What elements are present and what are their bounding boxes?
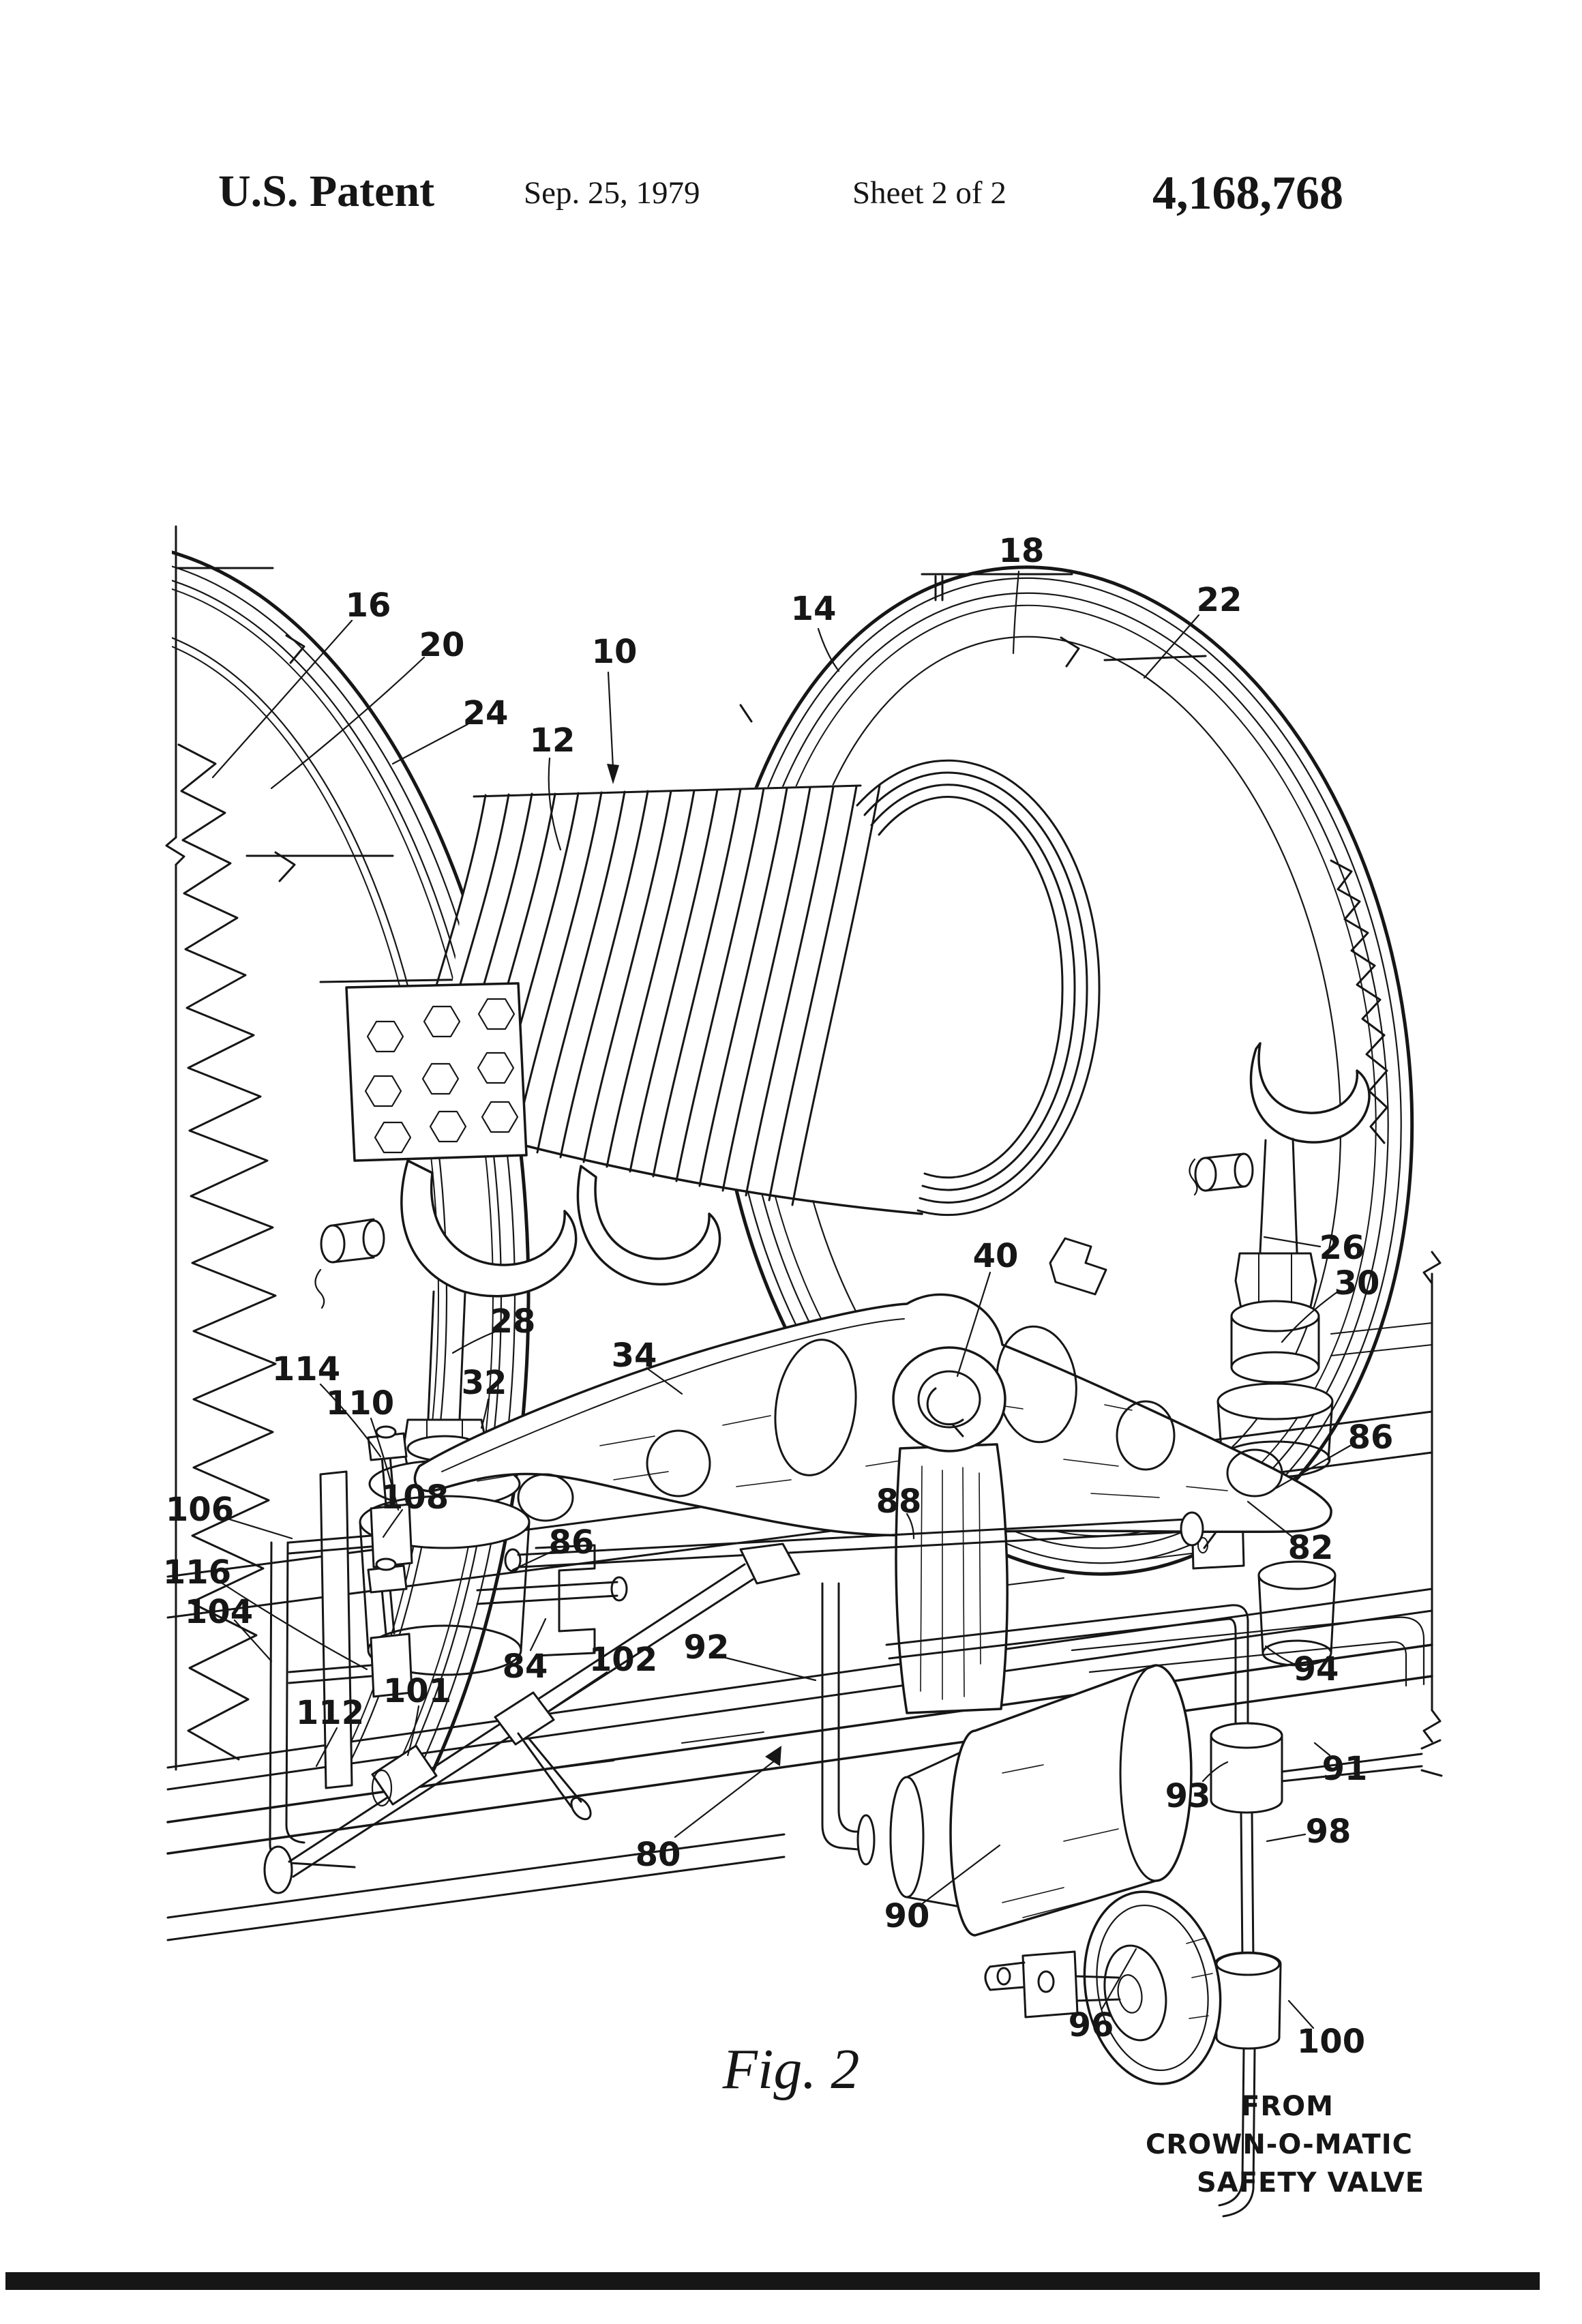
arm-hatching <box>477 1404 1228 1512</box>
ref-22: 22 <box>1197 581 1242 619</box>
ref-14: 14 <box>791 590 837 628</box>
brake-block-plate <box>345 982 528 1162</box>
ref-40: 40 <box>973 1237 1019 1275</box>
drum <box>397 742 1101 1216</box>
left-pin <box>314 1218 385 1309</box>
ref-10: 10 <box>592 633 638 671</box>
ref-34: 34 <box>612 1337 657 1375</box>
ref-84: 84 <box>503 1648 548 1686</box>
right-pin <box>1189 1152 1254 1196</box>
right-adjusting-nut <box>1234 1252 1317 1309</box>
left-band-details <box>245 634 487 983</box>
left-clevis-hook <box>400 1159 578 1298</box>
lever-arm <box>413 1293 1332 1537</box>
ref-80: 80 <box>636 1836 681 1874</box>
ref-116: 116 <box>163 1553 231 1592</box>
note-line-2: CROWN-O-MATIC <box>1146 2129 1413 2160</box>
patent-number: 4,168,768 <box>1152 167 1343 220</box>
right-flange-details <box>739 573 1388 1144</box>
page-header: U.S. Patent Sep. 25, 1979 Sheet 2 of 2 4… <box>218 166 1343 220</box>
ref-88: 88 <box>876 1483 922 1521</box>
right-gland-stack <box>1217 1300 1334 1478</box>
rod-91-fork <box>1420 1739 1443 1777</box>
ref-24: 24 <box>463 694 509 732</box>
ref-90: 90 <box>884 1897 930 1935</box>
ref-96: 96 <box>1069 2006 1114 2044</box>
brake-cylinder <box>856 1664 1193 1937</box>
hex-bolts <box>364 998 519 1154</box>
pivot-boss <box>892 1346 1006 1452</box>
patent-date: Sep. 25, 1979 <box>524 175 700 211</box>
right-frame-edge <box>1422 1251 1442 1743</box>
ref-28: 28 <box>490 1302 536 1341</box>
ref-16: 16 <box>346 586 391 625</box>
note-line-3: SAFETY VALVE <box>1197 2167 1424 2199</box>
left-frame-edge <box>165 525 277 1771</box>
ref-82: 82 <box>1288 1529 1334 1567</box>
ref-106: 106 <box>166 1491 234 1529</box>
collar-100 <box>1214 1951 1282 2050</box>
supply-pipe-92 <box>821 1582 862 1851</box>
pivot-post <box>895 1443 1009 1714</box>
ref-98: 98 <box>1306 1813 1352 1851</box>
sheet-info: Sheet 2 of 2 <box>852 175 1006 211</box>
collar-93 <box>1210 1722 1283 1814</box>
deck-panel <box>1071 1616 1425 1687</box>
ref-92: 92 <box>684 1628 730 1667</box>
arm-holes <box>517 1325 1283 1522</box>
reference-numerals: 16 20 24 12 10 14 18 22 26 30 86 82 28 3… <box>163 532 1394 2061</box>
brake-linkage-rod <box>504 1511 1204 1573</box>
coupling-101 <box>371 1744 438 1807</box>
wheel-clevis <box>984 1950 1121 2018</box>
ref-93: 93 <box>1165 1777 1211 1815</box>
ref-112: 112 <box>296 1694 364 1732</box>
ref-86-right: 86 <box>1348 1418 1394 1457</box>
bottom-rule <box>5 2272 1540 2290</box>
left-piping <box>269 1425 413 1868</box>
ref-20: 20 <box>419 626 465 664</box>
note-line-1: FROM <box>1241 2091 1334 2122</box>
left-clamp-bracket <box>476 1544 628 1657</box>
ref-104: 104 <box>185 1593 253 1631</box>
valve-lower <box>367 1558 413 1698</box>
right-clevis-hook <box>1249 1042 1371 1144</box>
t-handle-102 <box>494 1691 592 1821</box>
right-lower-cylinder <box>1257 1560 1337 1667</box>
keeper-bracket <box>1049 1237 1107 1296</box>
ref-12: 12 <box>530 721 576 760</box>
ref-114: 114 <box>272 1350 340 1388</box>
ref-101: 101 <box>383 1672 451 1710</box>
handwheel <box>984 1890 1222 2085</box>
ref-30: 30 <box>1334 1264 1380 1302</box>
ref-102: 102 <box>589 1641 657 1679</box>
coil-end-arcs <box>856 759 1101 1216</box>
ref-91: 91 <box>1322 1750 1368 1788</box>
left-clevis-hook-2 <box>576 1165 721 1286</box>
leader-lines <box>211 570 1352 2029</box>
source-note: FROM CROWN-O-MATIC SAFETY VALVE <box>1146 2091 1424 2199</box>
ref-110: 110 <box>326 1384 394 1422</box>
ref-32: 32 <box>462 1364 507 1402</box>
reach-rod <box>263 1563 754 1894</box>
ref-100: 100 <box>1297 2023 1365 2061</box>
left-flange <box>172 550 531 1780</box>
ref-86-left: 86 <box>549 1523 595 1562</box>
ref-26: 26 <box>1319 1229 1365 1267</box>
patent-title: U.S. Patent <box>218 166 434 216</box>
figure-caption: Fig. 2 <box>722 2038 860 2101</box>
ref-94: 94 <box>1294 1650 1339 1688</box>
safety-valve-line <box>885 1604 1443 2218</box>
ref-108: 108 <box>380 1478 449 1517</box>
ref-18: 18 <box>999 532 1045 570</box>
rod-swivel-fitting <box>739 1543 801 1585</box>
